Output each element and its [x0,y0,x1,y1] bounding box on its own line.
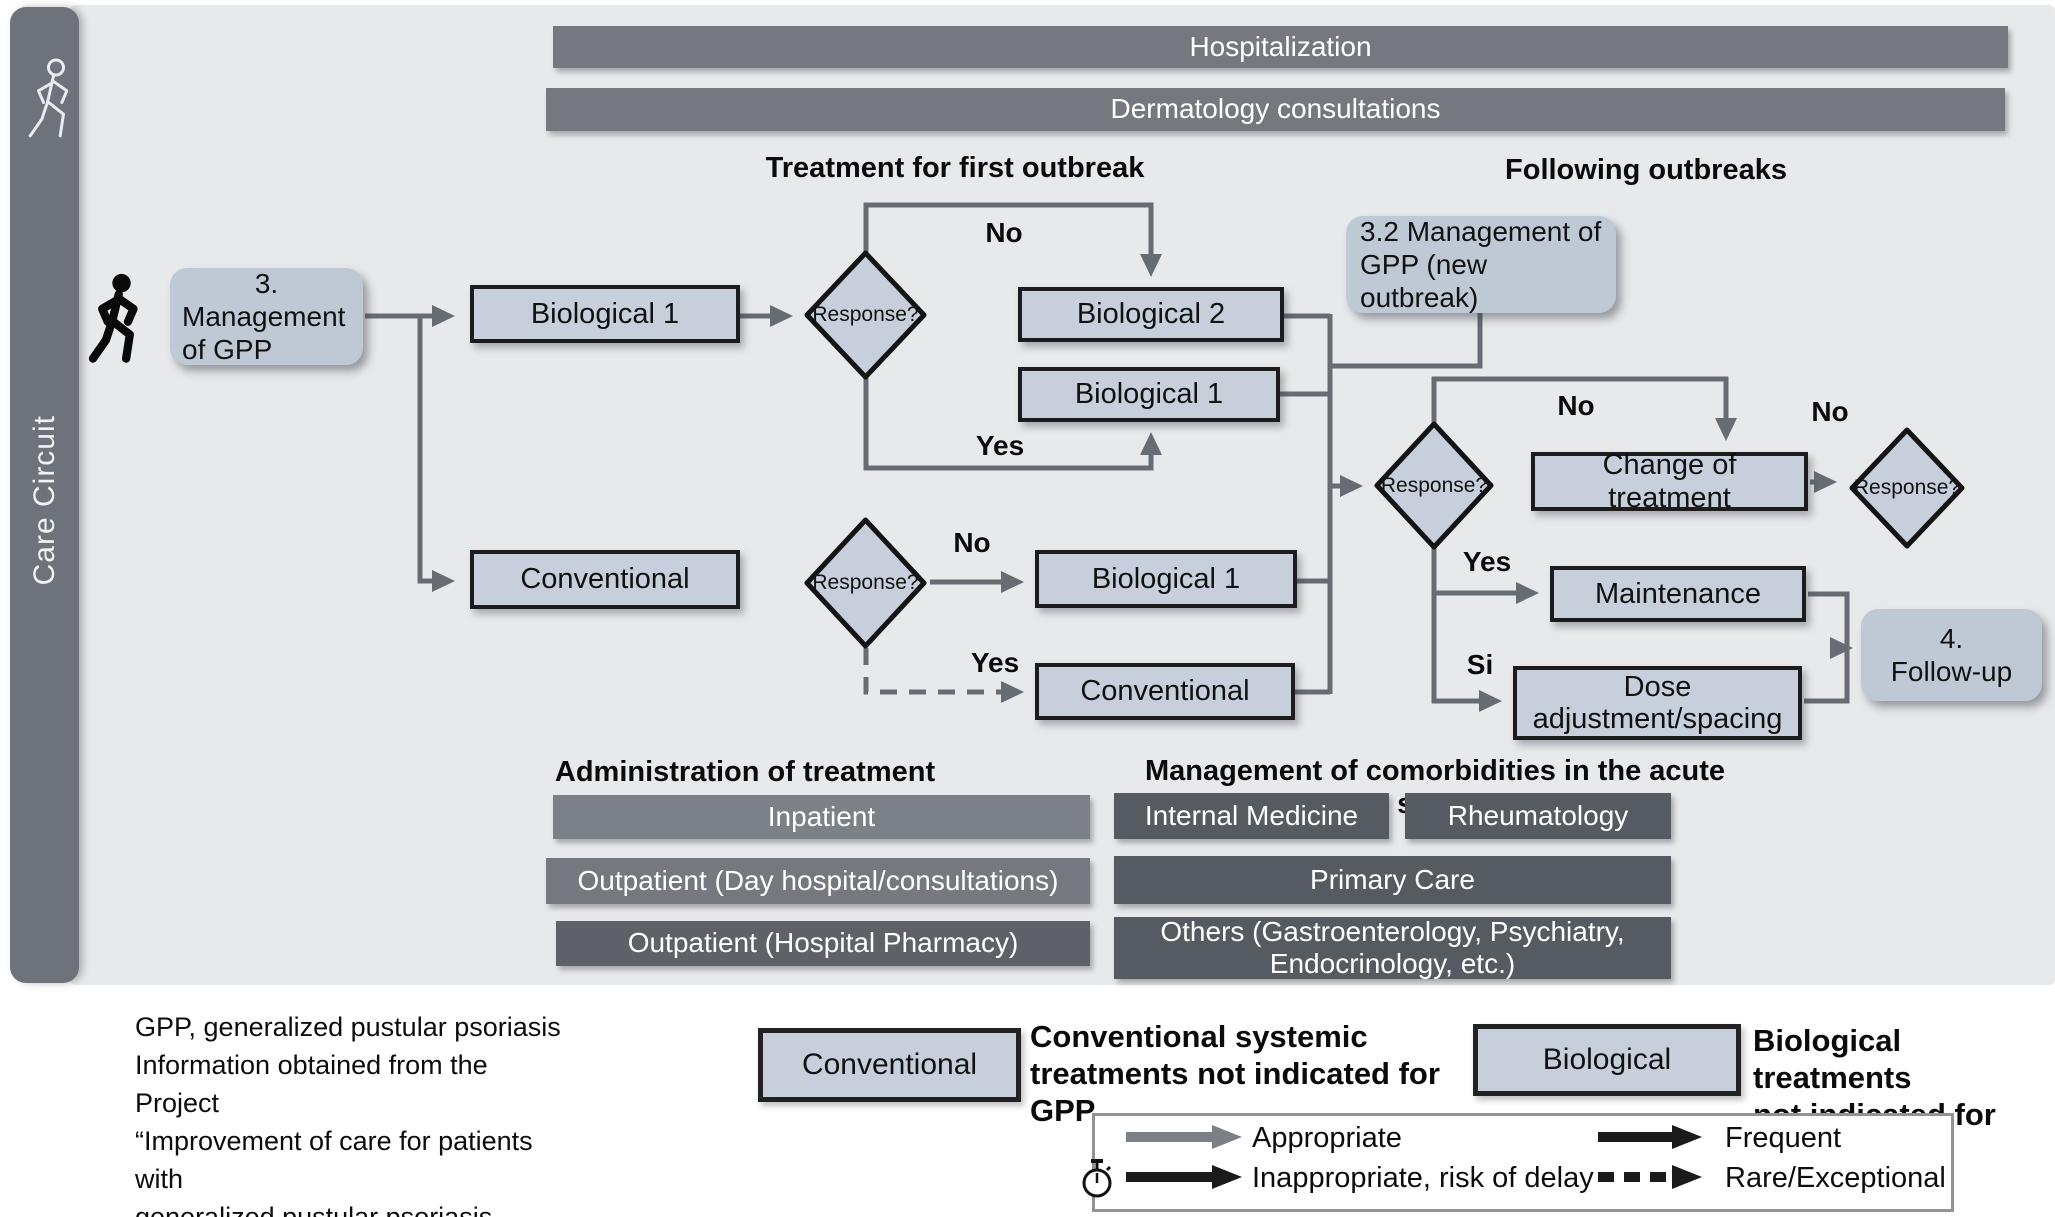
node-new-outbreak: 3.2 Management of GPP (new outbreak) [1346,216,1616,313]
legend-conventional-desc: Conventional systemic treatments not ind… [1030,1019,1440,1128]
decision-response-1: Response? [803,249,928,381]
bar-outpatient-day-label: Outpatient (Day hospital/consultations) [577,864,1059,896]
box-internal-medicine: Internal Medicine [1114,793,1389,839]
diamond-shape [1849,427,1965,549]
node-conventional-second: Conventional [1035,663,1295,720]
node-change-of-treatment: Change of treatment [1531,449,1808,514]
banner-hospitalization: Hospitalization [553,26,2008,68]
node-management-gpp-label: Management of GPP [182,300,346,366]
heading-first-outbreak: Treatment for first outbreak [765,152,1145,184]
walking-person-icon [88,273,138,363]
node-followup: 4. Follow-up [1861,609,2042,701]
legend-rare-label: Rare/Exceptional [1725,1162,1946,1194]
node-management-gpp-number: 3. [254,267,279,299]
branch-no-4: No [1811,396,1849,427]
decision-response-1-label: Response? [812,303,919,326]
footnote: GPP, generalized pustular psoriasis Info… [135,1012,561,1217]
diamond-shape [804,250,927,380]
banner-dermatology-label: Dermatology consultations [1110,93,1441,125]
node-management-gpp: 3. Management of GPP [170,268,363,365]
stopwatch-icon [1082,1159,1112,1198]
branch-no-3: No [1557,390,1595,421]
arrow-legend-box [1092,1113,1954,1212]
legend-inappropriate-label: Inappropriate, risk of delay [1252,1162,1594,1194]
heading-administration: Administration of treatment [554,756,936,788]
legend-biological-box: Biological [1473,1024,1741,1096]
legend-frequent-label: Frequent [1725,1122,1842,1154]
bar-inpatient: Inpatient [553,795,1090,839]
appropriate-arrow-icon [1126,1125,1242,1149]
branch-yes-2: Yes [970,647,1020,678]
flow-connectors [365,202,1853,712]
rare-arrow-icon [1598,1165,1702,1189]
box-primary-care-label: Primary Care [1310,863,1475,895]
box-others: Others (Gastroenterology, Psychiatry, En… [1114,915,1671,979]
bar-outpatient-pharmacy: Outpatient (Hospital Pharmacy) [556,921,1090,966]
decision-response-4-label: Response? [1853,476,1961,499]
walking-person-outline-icon [28,58,69,138]
inappropriate-arrow-icon [1126,1165,1242,1189]
node-maintenance: Maintenance [1550,566,1806,622]
decision-response-3: Response? [1373,420,1495,551]
decision-response-4: Response? [1848,426,1966,550]
node-biological1-second: Biological 1 [1018,367,1280,422]
bar-outpatient-pharmacy-label: Outpatient (Hospital Pharmacy) [627,927,1019,959]
node-conventional-first: Conventional [470,550,740,609]
branch-yes-1: Yes [975,430,1025,461]
legend-appropriate-label: Appropriate [1252,1122,1402,1154]
bar-inpatient-label: Inpatient [767,800,876,832]
node-followup-label: Follow-up [1890,656,2013,687]
box-internal-medicine-label: Internal Medicine [1144,799,1359,831]
care-circuit-sidebar [10,7,79,983]
care-circuit-label-wrap: Care Circuit [10,380,79,620]
bar-outpatient-day: Outpatient (Day hospital/consultations) [546,858,1090,904]
branch-yes-3: Yes [1462,546,1512,577]
node-biological1-first: Biological 1 [470,285,740,343]
node-followup-number: 4. [1939,622,1964,654]
node-biological2: Biological 2 [1018,287,1284,342]
diamond-shape [804,517,927,649]
banner-hospitalization-label: Hospitalization [1189,30,1372,62]
decision-response-3-label: Response? [1380,473,1488,497]
box-primary-care: Primary Care [1114,856,1671,904]
node-new-outbreak-label: 3.2 Management of GPP (new outbreak) [1360,215,1602,314]
care-circuit-label: Care Circuit [27,414,61,586]
branch-no-2: No [953,527,991,558]
box-rheumatology: Rheumatology [1405,793,1671,839]
decision-response-2: Response? [803,516,928,650]
branch-si: Si [1466,649,1494,680]
heading-following-outbreaks: Following outbreaks [1505,154,1787,186]
box-others-label: Others (Gastroenterology, Psychiatry, En… [1160,915,1625,979]
decision-response-2-label: Response? [812,571,919,594]
node-dose-adjustment: Dose adjustment/spacing [1513,666,1802,740]
node-biological1-third: Biological 1 [1035,550,1297,608]
legend-conventional-box: Conventional [758,1028,1021,1102]
box-rheumatology-label: Rheumatology [1447,799,1629,831]
banner-dermatology: Dermatology consultations [546,88,2005,131]
branch-no-1: No [985,217,1023,248]
diamond-shape [1374,421,1494,550]
frequent-arrow-icon [1598,1125,1702,1149]
